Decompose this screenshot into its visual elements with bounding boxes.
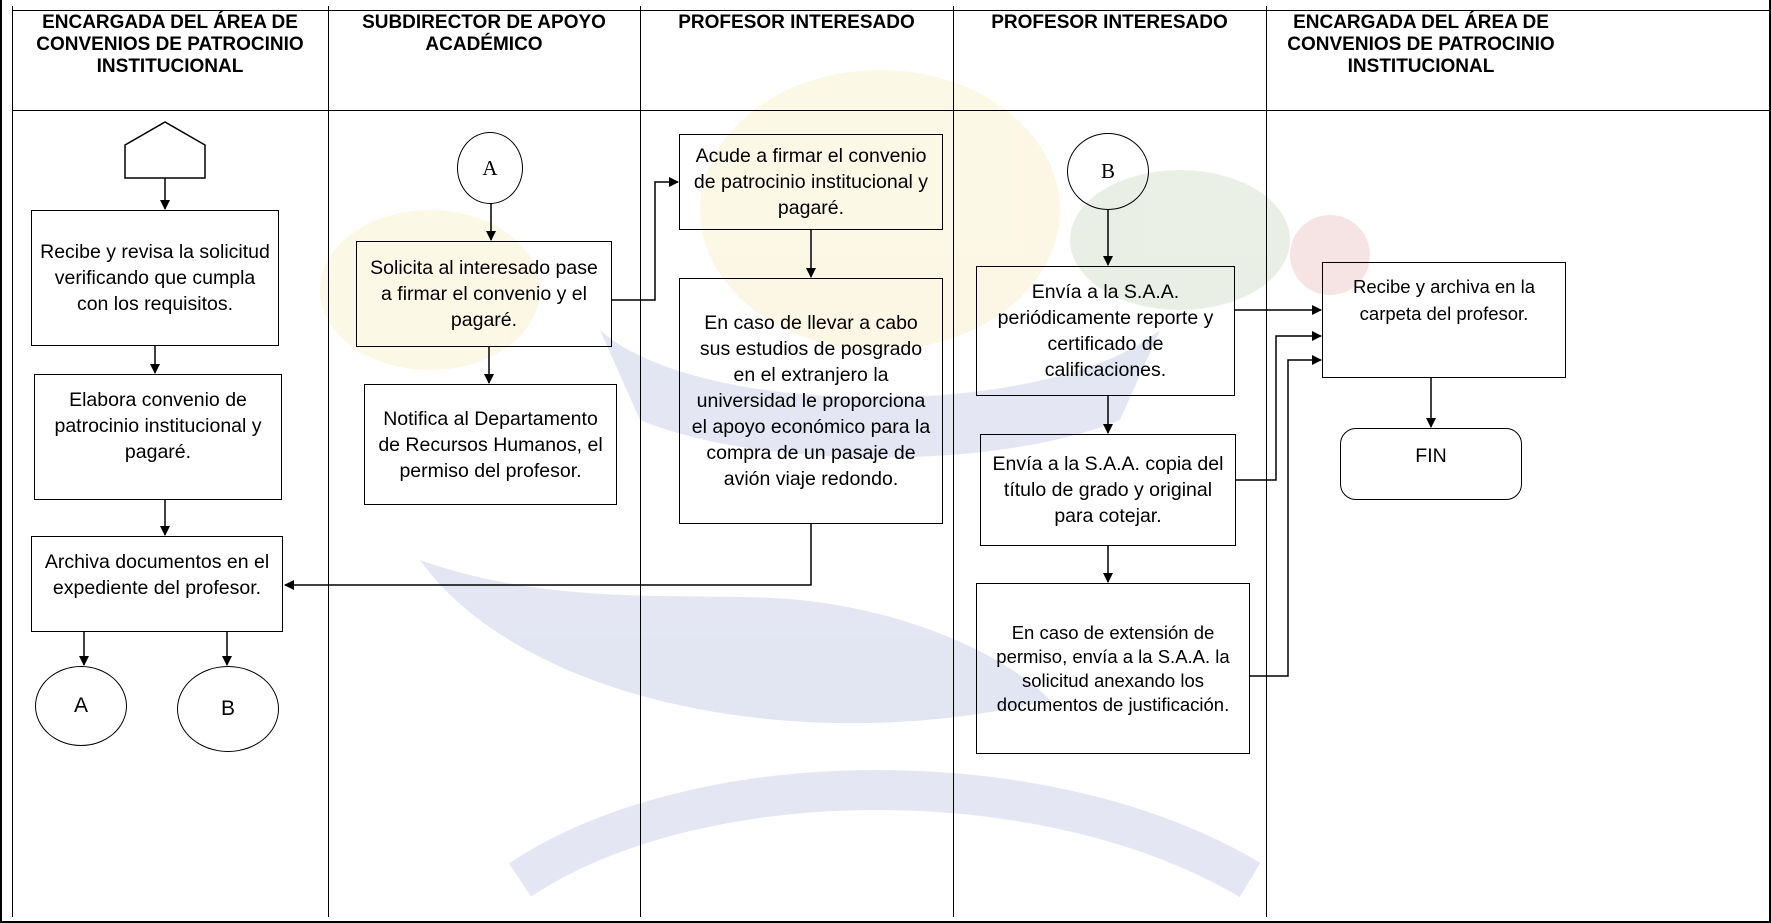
lane-divider-3 bbox=[953, 6, 954, 917]
connector-in-b: B bbox=[1067, 133, 1149, 210]
lane-divider-4 bbox=[1266, 6, 1267, 917]
lane-header-3: PROFESOR INTERESADO bbox=[678, 12, 915, 33]
lane-header-4: PROFESOR INTERESADO bbox=[991, 12, 1228, 33]
lane-header-5: ENCARGADA DEL ÁREA DE CONVENIOS DE PATRO… bbox=[1287, 12, 1555, 77]
lane-divider-1 bbox=[328, 6, 329, 917]
lane-header-1: ENCARGADA DEL ÁREA DE CONVENIOS DE PATRO… bbox=[36, 12, 304, 77]
connector-out-a: A bbox=[35, 666, 127, 746]
connector-out-b: B bbox=[177, 666, 279, 752]
step-elabora-convenio: Elabora convenio de patrocinio instituci… bbox=[34, 374, 282, 500]
header-top-line bbox=[12, 10, 1771, 11]
connector-in-a: A bbox=[457, 132, 523, 204]
step-notifica-rh: Notifica al Departamento de Recursos Hum… bbox=[364, 384, 617, 505]
step-acude-firmar: Acude a firmar el convenio de patrocinio… bbox=[679, 134, 943, 230]
step-envia-titulo: Envía a la S.A.A. copia del título de gr… bbox=[980, 434, 1236, 546]
header-bottom-line bbox=[12, 110, 1771, 111]
lane-header-2: SUBDIRECTOR DE APOYO ACADÉMICO bbox=[362, 12, 606, 55]
lane-divider-0 bbox=[12, 6, 13, 917]
terminator-fin: FIN bbox=[1340, 428, 1522, 500]
step-caso-extranjero: En caso de llevar a cabo sus estudios de… bbox=[679, 278, 943, 524]
step-envia-reporte: Envía a la S.A.A. periódicamente reporte… bbox=[976, 266, 1235, 396]
step-recibe-archiva: Recibe y archiva en la carpeta del profe… bbox=[1322, 262, 1566, 378]
step-caso-extension: En caso de extensión de permiso, envía a… bbox=[976, 583, 1250, 754]
step-recibe-revisa: Recibe y revisa la solicitud verificando… bbox=[31, 210, 279, 346]
lane-divider-2 bbox=[640, 6, 641, 917]
step-archiva-documentos: Archiva documentos en el expediente del … bbox=[31, 536, 283, 632]
step-solicita-firmar: Solicita al interesado pase a firmar el … bbox=[356, 241, 612, 347]
